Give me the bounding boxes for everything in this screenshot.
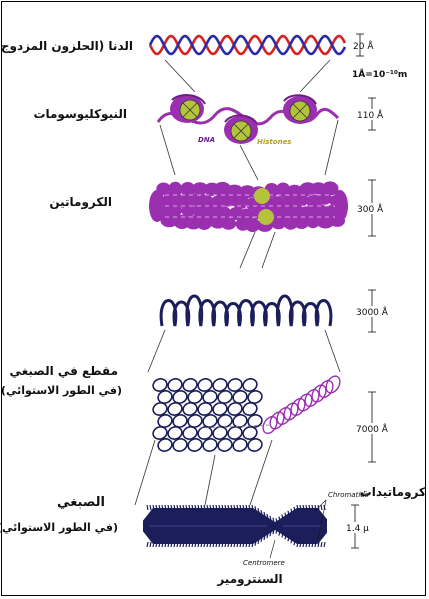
- chromatin-bead: [221, 218, 236, 230]
- nucleosome-1: [170, 95, 205, 123]
- dna-width-value: 20 Å: [353, 40, 374, 52]
- chromatin-fiber: [149, 181, 348, 232]
- looped-fiber: [161, 296, 331, 326]
- nucleosome-fiber: DNA Histones: [158, 95, 338, 146]
- dna-double-helix: [150, 36, 345, 54]
- chromosome-width-value: 1.4 µ: [346, 524, 369, 534]
- angstrom-definition: 1Å=10⁻¹⁰m: [352, 69, 407, 80]
- section-width-value: 7000 Å: [356, 423, 389, 435]
- label-centromere: السنترومير: [216, 572, 282, 587]
- chromatin-width-value: 300 Å: [357, 203, 384, 215]
- histone-core: [258, 209, 274, 225]
- label-nucleosomes: النيوكليوسومات: [33, 107, 127, 122]
- measure-dna: 20 Å: [353, 34, 374, 56]
- centromere-en-label: Centromere: [243, 559, 285, 567]
- dna-en-label: DNA: [198, 136, 215, 144]
- connector-lines-4: [148, 330, 340, 372]
- connector-lines-3: [240, 232, 275, 268]
- metaphase-chromosome: [143, 500, 327, 558]
- histone-core: [254, 188, 270, 204]
- measure-chromosome: 1.4 µ: [345, 505, 373, 548]
- label-section-1: مقطع في الصبغي: [9, 364, 118, 378]
- label-chromosome-1: الصبغي: [57, 495, 105, 510]
- label-chromosome-2: (في الطور الاستوائي): [0, 521, 118, 534]
- label-section-2: (في الطور الاستوائي): [1, 384, 122, 397]
- loop-width-value: 3000 Å: [356, 306, 389, 318]
- connector-lines-1: [165, 60, 330, 92]
- label-chromatids: كروماتيدات: [360, 485, 426, 500]
- label-chromatin: الكروماتين: [49, 195, 112, 210]
- nucleosome-3: [283, 95, 317, 124]
- label-dna: الدنا (الحلزون المزدوج): [0, 39, 133, 54]
- chromatids-en-label: Chromatids: [328, 491, 369, 499]
- measure-chromatin: 300 Å: [356, 180, 388, 236]
- histones-en-label: Histones: [257, 138, 291, 146]
- measure-nucleosome: 110 Å: [356, 98, 388, 130]
- nucleosome-width-value: 110 Å: [357, 109, 384, 121]
- nucleosome-2: [224, 115, 258, 144]
- measure-section: 7000 Å: [355, 392, 391, 462]
- chromosome-section-coils: [151, 374, 342, 453]
- measure-loop: 3000 Å: [355, 290, 391, 332]
